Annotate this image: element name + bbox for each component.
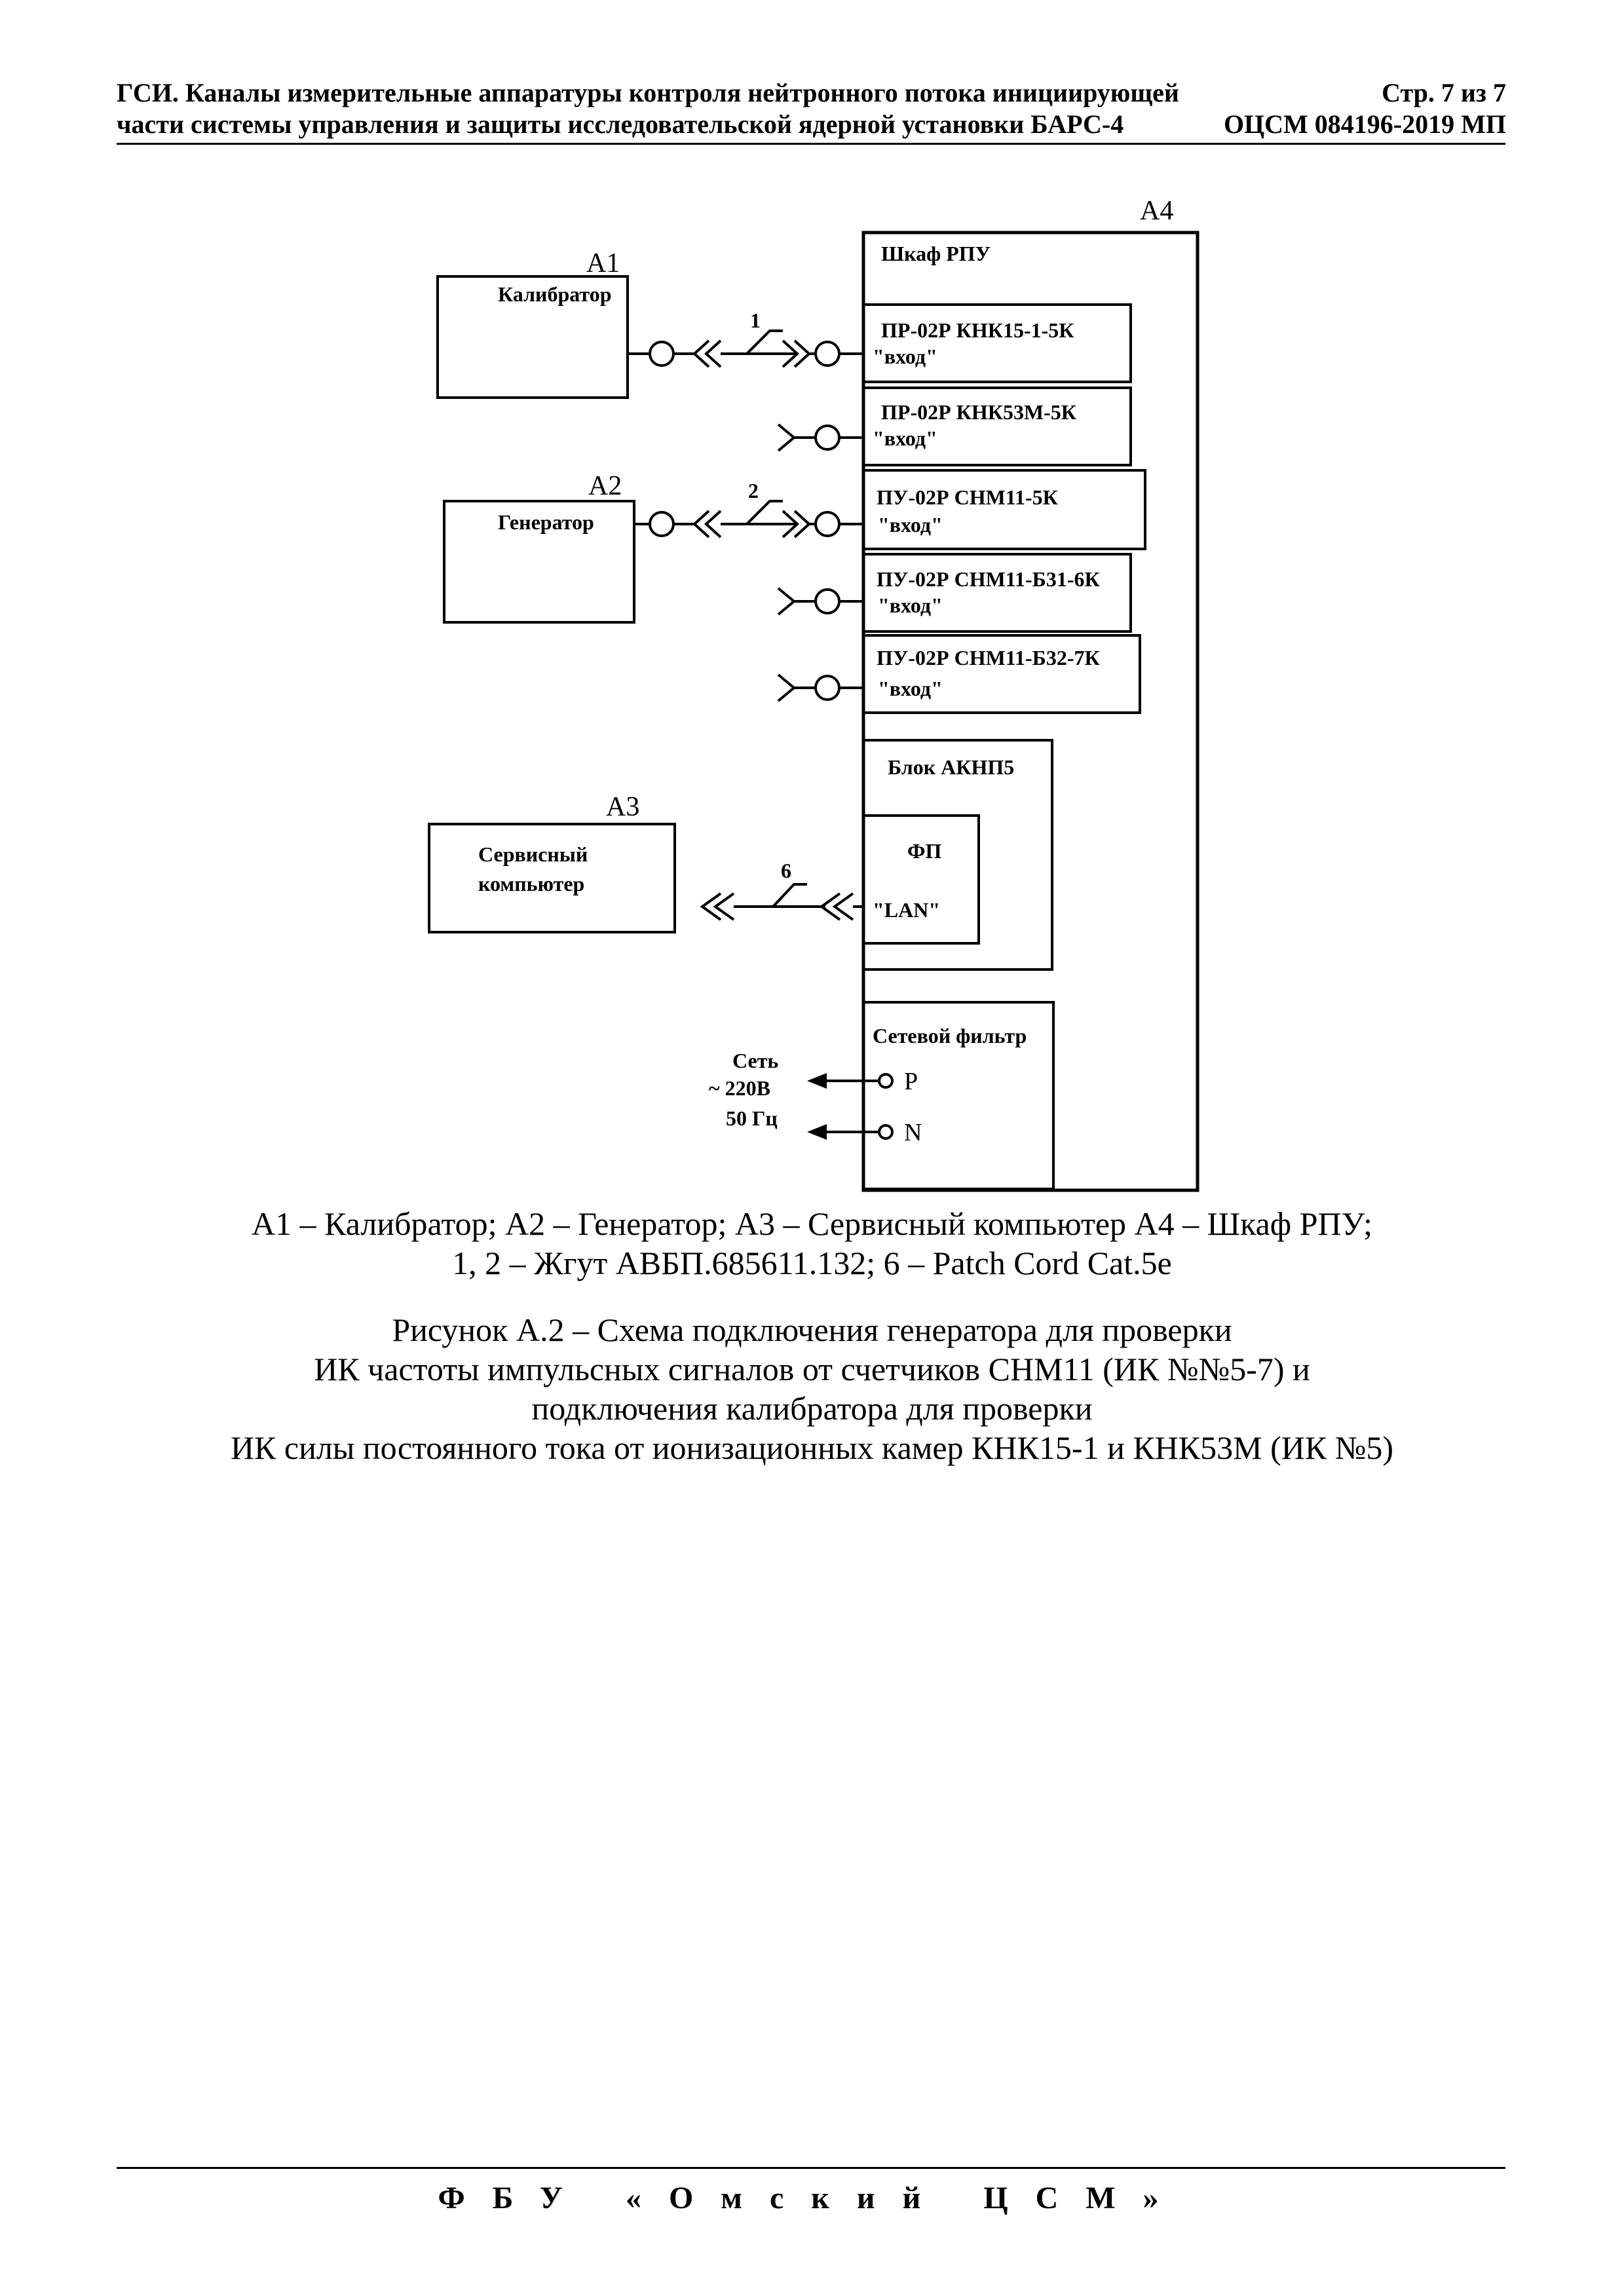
generator-box: [443, 500, 635, 624]
cable-1-number: 1: [750, 309, 761, 332]
module-box-4: [862, 553, 1132, 633]
module-4-port: "вход": [878, 593, 943, 617]
computer-label-line2: компьютер: [478, 872, 584, 895]
module-box-1: [862, 303, 1132, 383]
filter-box: [862, 1001, 1055, 1190]
akhp-label: Блок АКНП5: [888, 755, 1014, 779]
cabinet-a4-tag: А4: [1140, 196, 1173, 226]
generator-label: Генератор: [498, 510, 594, 534]
computer-label-line1: Сервисный: [478, 842, 588, 866]
header-title-line2: части системы управления и защиты исслед…: [117, 109, 1124, 139]
fp-label: ФП: [907, 839, 941, 863]
legend-line2: 1, 2 – Жгут АВБП.685611.132; 6 – Patch C…: [452, 1245, 1172, 1281]
figure-caption-line1: Рисунок А.2 – Схема подключения генерато…: [392, 1311, 1232, 1348]
figure-caption: Рисунок А.2 – Схема подключения генерато…: [0, 1310, 1624, 1467]
fp-box: [862, 814, 980, 945]
figure-caption-line2: ИК частоты импульсных сигналов от счетчи…: [314, 1351, 1310, 1387]
figure-caption-line3: подключения калибратора для проверки: [531, 1390, 1093, 1427]
module-box-2: [862, 386, 1132, 466]
calibrator-box: [436, 275, 629, 399]
mains-line2: ~ 220В: [709, 1076, 770, 1100]
filter-label: Сетевой фильтр: [873, 1024, 1027, 1047]
diagram-legend: А1 – Калибратор; А2 – Генератор; А3 – Се…: [0, 1204, 1624, 1283]
footer-organization: ФБУ «Омский ЦСМ»: [438, 2181, 1186, 2215]
module-4-name: ПУ-02Р СНМ11-Б31-6К: [877, 567, 1100, 591]
module-1-name: ПР-02Р КНК15-1-5К: [881, 318, 1074, 342]
module-5-port: "вход": [878, 677, 943, 700]
page-number: Стр. 7 из 7: [1382, 78, 1506, 107]
footer-rule: [117, 2167, 1505, 2169]
computer-tag: А3: [606, 792, 639, 822]
lan-label: "LAN": [873, 898, 940, 922]
mains-line3: 50 Гц: [726, 1106, 778, 1130]
header-meta: Стр. 7 из 7 ОЦСМ 084196-2019 МП: [1179, 77, 1506, 140]
mains-line1: Сеть: [732, 1049, 778, 1072]
document-number: ОЦСМ 084196-2019 МП: [1223, 109, 1506, 139]
computer-box: [428, 823, 676, 933]
calibrator-tag: А1: [586, 248, 620, 278]
module-2-port: "вход": [873, 426, 937, 450]
module-2-name: ПР-02Р КНК53М-5К: [881, 400, 1076, 424]
figure-caption-line4: ИК силы постоянного тока от ионизационны…: [230, 1429, 1394, 1466]
cable-2-number: 2: [748, 479, 759, 502]
module-5-name: ПУ-02Р СНМ11-Б32-7К: [877, 646, 1100, 669]
module-1-port: "вход": [873, 345, 937, 368]
module-3-port: "вход": [878, 513, 943, 536]
legend-line1: А1 – Калибратор; А2 – Генератор; А3 – Се…: [251, 1205, 1373, 1242]
calibrator-label: Калибратор: [498, 282, 612, 306]
header-title-line1: ГСИ. Каналы измерительные аппаратуры кон…: [117, 78, 1179, 107]
module-3-name: ПУ-02Р СНМ11-5К: [877, 485, 1058, 509]
filter-p-terminal: P: [904, 1068, 918, 1095]
header-title: ГСИ. Каналы измерительные аппаратуры кон…: [117, 77, 1230, 140]
module-box-3: [862, 469, 1146, 550]
connection-diagram: А4 А1 А2 А3 Шкаф РПУ Калибратор Генерато…: [428, 196, 1199, 1192]
cabinet-a4-label: Шкаф РПУ: [881, 242, 991, 265]
generator-tag: А2: [588, 471, 622, 501]
module-box-5: [862, 634, 1141, 714]
cable-6-number: 6: [781, 859, 791, 882]
filter-n-terminal: N: [904, 1119, 922, 1146]
header-rule: [117, 143, 1505, 145]
